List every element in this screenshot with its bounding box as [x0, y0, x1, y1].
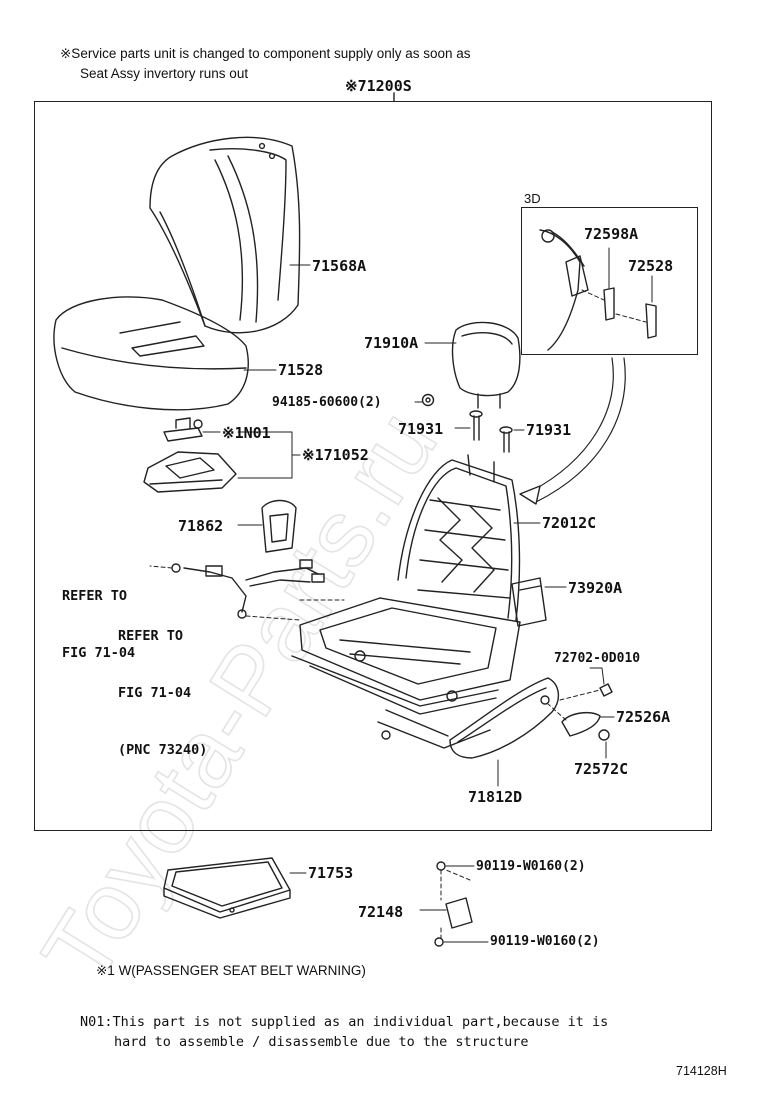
part-label-71812D[interactable]: 71812D — [468, 788, 523, 806]
part-label-72148[interactable]: 72148 — [358, 903, 404, 921]
refer-to-fig-2-line1: REFER TO — [118, 628, 184, 644]
detail-arrow — [519, 357, 626, 505]
part-label-71910A[interactable]: 71910A — [364, 334, 419, 352]
service-note-line2: Seat Assy invertory runs out — [80, 66, 249, 81]
refer-to-fig-1-line2: FIG 71-04 — [62, 645, 136, 661]
n01-note-line1: N01:This part is not supplied as an indi… — [80, 1014, 609, 1030]
part-label-71753[interactable]: 71753 — [308, 864, 354, 882]
part-label-71862[interactable]: 71862 — [178, 517, 224, 535]
service-note-line1: ※Service parts unit is changed to compon… — [60, 46, 471, 61]
part-label-72598A[interactable]: 72598A — [584, 225, 639, 243]
headrest-part — [451, 321, 521, 409]
n01-note-line2: hard to assemble / disassemble due to th… — [114, 1034, 529, 1050]
part-label-1N01[interactable]: ※1N01 — [222, 424, 271, 442]
inset-title: 3D — [524, 191, 541, 206]
part-label-72528[interactable]: 72528 — [628, 257, 674, 275]
part-label-90119-top[interactable]: 90119-W0160(2) — [476, 859, 586, 874]
drawing-id: 714128H — [676, 1064, 727, 1078]
part-label-71931-left[interactable]: 71931 — [398, 420, 444, 438]
leader-lines — [202, 247, 653, 943]
part-label-171052[interactable]: ※171052 — [302, 446, 369, 464]
refer-to-fig-1-line1: REFER TO — [62, 588, 128, 604]
part-label-71568A[interactable]: 71568A — [312, 257, 367, 275]
dashed-guides — [149, 289, 647, 939]
belt-buckle-cover-part — [261, 499, 297, 553]
part-label-73920A[interactable]: 73920A — [568, 579, 623, 597]
side-cover-part — [449, 677, 559, 759]
part-label-72012C[interactable]: 72012C — [542, 514, 597, 532]
seat-back-part — [149, 136, 301, 334]
part-label-72572C[interactable]: 72572C — [574, 760, 629, 778]
refer-to-fig-1[interactable]: REFER TO FIG 71-04 — [62, 549, 135, 682]
wire-harness-part — [171, 559, 325, 619]
sensor-mat-part — [143, 451, 237, 493]
refer-to-fig-2-line3: (PNC 73240) — [118, 742, 208, 758]
nut-94185-part — [421, 393, 435, 407]
seat-cushion-part — [53, 296, 249, 411]
recliner-knob-part — [561, 683, 613, 741]
refer-to-fig-2-line2: FIG 71-04 — [118, 685, 192, 701]
refer-to-fig-2[interactable]: REFER TO FIG 71-04 (PNC 73240) — [118, 589, 207, 779]
side-airbag-part — [511, 577, 547, 627]
seat-frame-part — [291, 454, 521, 749]
assembly-frame — [34, 101, 712, 831]
part-label-71931-right[interactable]: 71931 — [526, 421, 572, 439]
lower-frame-part — [163, 857, 291, 919]
n01-bracket-part — [163, 417, 203, 442]
part-label-90119-bottom[interactable]: 90119-W0160(2) — [490, 934, 600, 949]
part-label-72526A[interactable]: 72526A — [616, 708, 671, 726]
headrest-guide-part — [469, 410, 513, 453]
part-label-72702[interactable]: 72702-0D010 — [554, 651, 641, 666]
passenger-belt-warning-note: ※1 W(PASSENGER SEAT BELT WARNING) — [96, 963, 366, 978]
sensor-72148-part — [434, 861, 473, 947]
assembly-code-label[interactable]: ※71200S — [345, 77, 412, 95]
detail-inset-frame — [521, 207, 698, 355]
inset-belt-parts — [539, 229, 657, 351]
part-label-94185[interactable]: 94185-60600(2) — [272, 395, 382, 410]
part-label-71528[interactable]: 71528 — [278, 361, 324, 379]
